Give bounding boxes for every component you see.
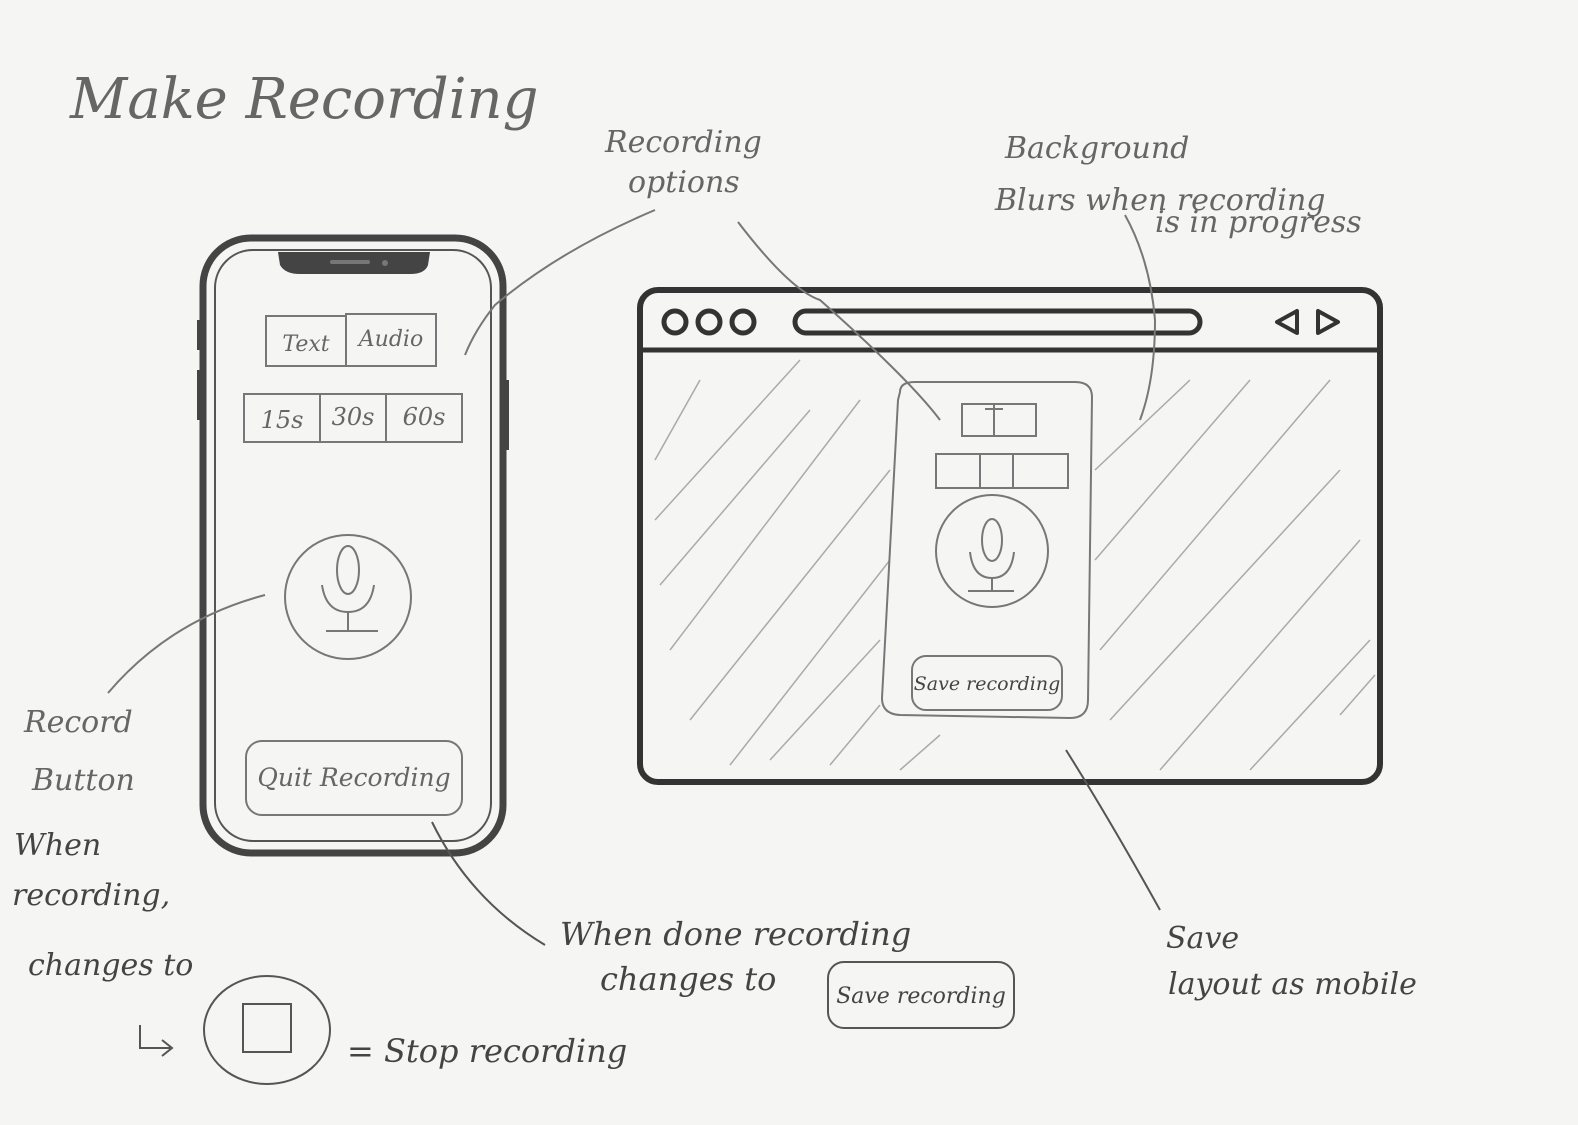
annotation-recording-options: Recording options <box>464 125 941 421</box>
annotation-background-line2: Blurs when recording <box>994 183 1325 218</box>
desktop-save-recording-label: Save recording <box>914 673 1061 695</box>
page-title: Make Recording <box>69 67 538 132</box>
arrow-icon <box>139 1025 174 1057</box>
stop-square-icon <box>242 1003 292 1053</box>
annotation-when-recording-line3: changes to <box>28 948 193 983</box>
annotation-save-layout: Save layout as mobile <box>1065 749 1417 1002</box>
annotation-when-done-line2: changes to <box>600 960 776 998</box>
annotation-when-recording-line2: recording, <box>12 878 170 913</box>
tab-text-label: Text <box>282 332 329 357</box>
microphone-icon <box>321 545 378 632</box>
tab-15s-label: 15s <box>261 406 304 434</box>
tab-audio-label: Audio <box>357 327 423 352</box>
tab-60s-label: 60s <box>403 403 446 431</box>
annotation-recording-options-line1: Recording <box>604 125 762 160</box>
annotation-record-line2: Button <box>31 763 135 798</box>
tab-audio[interactable]: Audio <box>345 313 437 367</box>
annotation-background-line1: Background <box>1004 131 1189 166</box>
desktop-record-button[interactable] <box>935 494 1049 608</box>
annotation-background-blurs: Background Blurs when recording is in pr… <box>994 131 1362 421</box>
quit-recording-button[interactable]: Quit Recording <box>245 740 463 816</box>
desktop-duration-tabs[interactable] <box>935 453 1069 489</box>
record-button[interactable] <box>284 534 412 660</box>
annotation-record-button: Record Button <box>23 594 266 798</box>
quit-recording-label: Quit Recording <box>257 763 450 792</box>
annotation-background-line3: is in progress <box>1155 205 1362 240</box>
tab-30s[interactable]: 30s <box>319 393 387 443</box>
annotation-record-line1: Record <box>23 705 133 740</box>
annotation-save-layout-line2: layout as mobile <box>1168 967 1417 1002</box>
annotation-when-recording-line1: When <box>14 828 101 863</box>
tab-30s-label: 30s <box>332 403 375 431</box>
forward-arrow-icon[interactable] <box>1316 309 1340 335</box>
annotation-recording-options-line2: options <box>628 165 740 200</box>
blurred-background-hatching <box>654 359 1376 771</box>
save-recording-example-button[interactable]: Save recording <box>827 961 1015 1029</box>
microphone-icon <box>968 518 1015 592</box>
duration-tabs: 15s 30s 60s <box>243 393 463 443</box>
annotation-stop-recording: = Stop recording <box>347 1032 627 1070</box>
desktop-save-recording-button[interactable]: Save recording <box>911 655 1063 711</box>
annotation-when-recording: When recording, changes to <box>12 828 193 1057</box>
annotation-when-done-line1: When done recording <box>560 915 911 953</box>
tab-text[interactable]: Text <box>265 315 347 367</box>
window-controls-icon <box>661 308 757 336</box>
tab-15s[interactable]: 15s <box>243 393 321 443</box>
stop-recording-button[interactable] <box>203 975 331 1085</box>
mode-tabs: Text Audio <box>265 313 437 367</box>
back-arrow-icon[interactable] <box>1275 309 1299 335</box>
tab-60s[interactable]: 60s <box>385 393 463 443</box>
save-recording-example-label: Save recording <box>836 984 1006 1009</box>
address-bar[interactable] <box>792 308 1203 336</box>
annotation-save-layout-line1: Save <box>1166 921 1239 956</box>
mobile-phone-mockup <box>197 234 509 857</box>
desktop-mode-tabs[interactable] <box>961 403 1037 437</box>
desktop-browser-mockup <box>637 287 1383 785</box>
desktop-recording-modal: Save recording <box>880 381 1094 720</box>
annotation-when-done: When done recording changes to <box>431 821 911 998</box>
